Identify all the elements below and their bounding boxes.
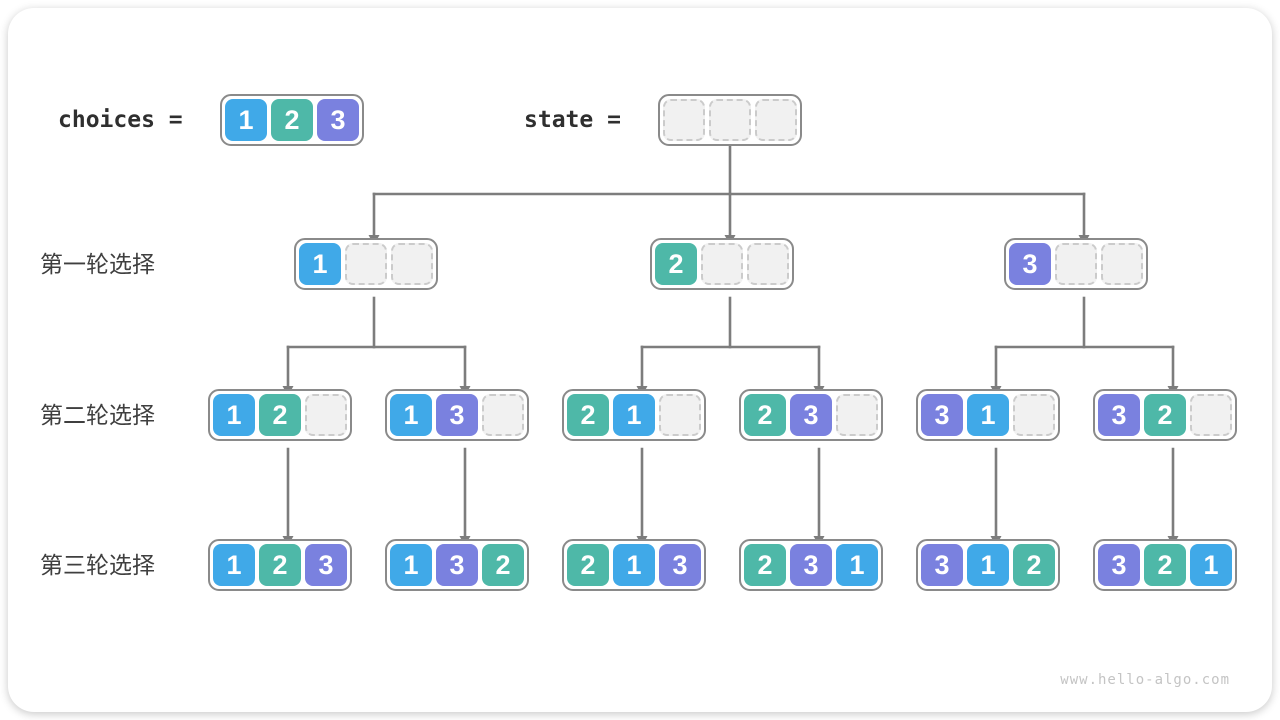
value-cell: 3 <box>1098 394 1140 436</box>
empty-cell <box>305 394 347 436</box>
empty-cell <box>747 243 789 285</box>
value-cell: 2 <box>567 544 609 586</box>
state-node: 3 <box>1004 238 1148 290</box>
value-cell: 1 <box>225 99 267 141</box>
value-cell: 3 <box>1009 243 1051 285</box>
value-cell: 1 <box>967 544 1009 586</box>
state-node: 2 <box>650 238 794 290</box>
value-cell: 3 <box>1098 544 1140 586</box>
empty-cell <box>1101 243 1143 285</box>
value-cell: 1 <box>390 394 432 436</box>
empty-cell <box>391 243 433 285</box>
value-cell: 3 <box>305 544 347 586</box>
empty-cell <box>1055 243 1097 285</box>
level-label-3: 第三轮选择 <box>40 552 155 578</box>
value-cell: 2 <box>1144 394 1186 436</box>
value-cell: 2 <box>655 243 697 285</box>
value-cell: 2 <box>744 394 786 436</box>
value-cell: 3 <box>921 394 963 436</box>
value-cell: 2 <box>1144 544 1186 586</box>
empty-cell <box>755 99 797 141</box>
empty-cell <box>659 394 701 436</box>
value-cell: 2 <box>567 394 609 436</box>
value-cell: 3 <box>790 394 832 436</box>
empty-cell <box>836 394 878 436</box>
value-cell: 1 <box>967 394 1009 436</box>
value-cell: 1 <box>299 243 341 285</box>
level-label-2: 第二轮选择 <box>40 402 155 428</box>
value-cell: 2 <box>744 544 786 586</box>
value-cell: 1 <box>213 394 255 436</box>
value-cell: 1 <box>613 544 655 586</box>
value-cell: 2 <box>259 394 301 436</box>
value-cell: 2 <box>482 544 524 586</box>
empty-cell <box>482 394 524 436</box>
value-cell: 2 <box>1013 544 1055 586</box>
state-node: 1 <box>294 238 438 290</box>
value-cell: 3 <box>436 394 478 436</box>
value-cell: 1 <box>613 394 655 436</box>
value-cell: 3 <box>317 99 359 141</box>
value-cell: 2 <box>271 99 313 141</box>
value-cell: 1 <box>1190 544 1232 586</box>
choices-label: choices = <box>58 107 183 133</box>
value-cell: 3 <box>436 544 478 586</box>
value-cell: 3 <box>790 544 832 586</box>
watermark-text: www.hello-algo.com <box>1060 672 1230 688</box>
empty-cell <box>663 99 705 141</box>
value-cell: 3 <box>659 544 701 586</box>
state-label: state = <box>524 107 621 133</box>
empty-cell <box>709 99 751 141</box>
empty-cell <box>701 243 743 285</box>
value-cell: 3 <box>921 544 963 586</box>
level-label-1: 第一轮选择 <box>40 251 155 277</box>
value-cell: 2 <box>259 544 301 586</box>
value-cell: 1 <box>836 544 878 586</box>
empty-cell <box>1190 394 1232 436</box>
empty-cell <box>345 243 387 285</box>
tree-edges <box>282 144 1179 546</box>
value-cell: 1 <box>213 544 255 586</box>
empty-cell <box>1013 394 1055 436</box>
state-array <box>658 94 802 146</box>
value-cell: 1 <box>390 544 432 586</box>
